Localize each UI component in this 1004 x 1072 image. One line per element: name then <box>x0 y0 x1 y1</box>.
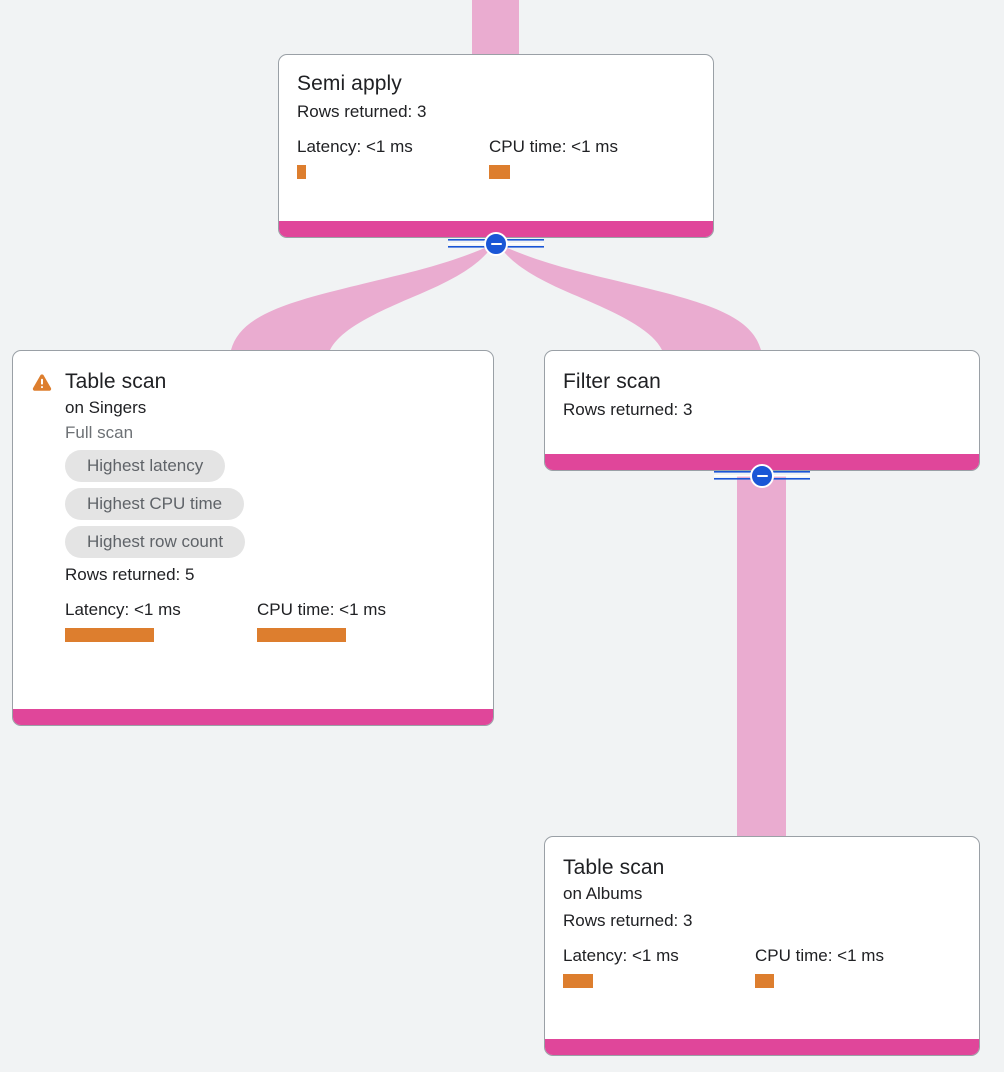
chip-highest-row-count[interactable]: Highest row count <box>65 526 246 558</box>
metric-cpu-time: CPU time: <1 ms <box>257 599 386 642</box>
metric-cpu-time-bar <box>755 974 774 988</box>
node-body: Filter scan Rows returned: 3 <box>545 351 979 454</box>
node-detail-column: on Singers Full scan Highest latency Hig… <box>65 395 475 642</box>
node-footer-bar <box>545 1039 979 1055</box>
metric-cpu-time-label: CPU time: <1 ms <box>489 137 618 156</box>
node-header: Table scan <box>31 369 475 395</box>
metric-cpu-time-bar <box>489 165 510 179</box>
metric-cpu-time-label: CPU time: <1 ms <box>257 600 386 619</box>
metric-latency-label: Latency: <1 ms <box>563 946 679 965</box>
plan-node-table-scan-albums[interactable]: Table scan on Albums Rows returned: 3 La… <box>544 836 980 1056</box>
metric-latency-bar <box>65 628 154 642</box>
metric-latency: Latency: <1 ms <box>65 599 257 642</box>
metric-latency-label: Latency: <1 ms <box>65 600 181 619</box>
metric-cpu-time: CPU time: <1 ms <box>755 945 884 988</box>
node-rows-returned: Rows returned: 3 <box>297 102 427 121</box>
edge-incoming-root <box>472 0 519 56</box>
collapse-toggle-semi-apply[interactable] <box>448 231 544 257</box>
node-header: Semi apply <box>297 71 695 97</box>
metric-cpu-time-label: CPU time: <1 ms <box>755 946 884 965</box>
minus-icon[interactable] <box>484 232 508 256</box>
node-header: Filter scan <box>563 369 961 395</box>
node-body: Table scan on Albums Rows returned: 3 La… <box>545 837 979 1039</box>
node-title: Table scan <box>563 856 665 879</box>
minus-icon[interactable] <box>750 464 774 488</box>
plan-node-filter-scan[interactable]: Filter scan Rows returned: 3 <box>544 350 980 471</box>
node-metrics: Latency: <1 ms CPU time: <1 ms <box>65 599 475 642</box>
node-body: Semi apply Rows returned: 3 Latency: <1 … <box>279 55 713 221</box>
node-rows-returned: Rows returned: 3 <box>563 911 693 930</box>
node-rows-returned: Rows returned: 5 <box>65 565 195 584</box>
node-footer-bar <box>545 454 979 470</box>
node-metrics: Latency: <1 ms CPU time: <1 ms <box>297 136 695 179</box>
node-scan-type: Full scan <box>65 423 134 442</box>
node-rows-returned: Rows returned: 3 <box>563 400 693 419</box>
node-header: Table scan <box>563 855 961 881</box>
edge-semiapply-to-filter-scan <box>498 244 761 350</box>
metric-latency-label: Latency: <1 ms <box>297 137 413 156</box>
node-metrics: Latency: <1 ms CPU time: <1 ms <box>563 945 961 988</box>
node-footer-bar <box>13 709 493 725</box>
node-subtitle: on Singers <box>65 398 147 417</box>
plan-node-semi-apply[interactable]: Semi apply Rows returned: 3 Latency: <1 … <box>278 54 714 238</box>
plan-node-table-scan-singers[interactable]: Table scan on Singers Full scan Highest … <box>12 350 494 726</box>
node-body: Table scan on Singers Full scan Highest … <box>13 351 493 709</box>
node-title: Table scan <box>65 370 167 393</box>
warning-triangle-icon <box>32 374 52 391</box>
metric-latency-bar <box>563 974 593 988</box>
metric-cpu-time: CPU time: <1 ms <box>489 136 618 179</box>
node-title: Filter scan <box>563 370 661 393</box>
metric-latency: Latency: <1 ms <box>563 945 755 988</box>
collapse-toggle-filter-scan[interactable] <box>714 463 810 489</box>
node-footer-bar <box>279 221 713 237</box>
edge-filterscan-to-table-scan-albums <box>737 476 786 838</box>
metric-cpu-time-bar <box>257 628 346 642</box>
node-subtitle: on Albums <box>563 884 643 903</box>
chip-highest-cpu-time[interactable]: Highest CPU time <box>65 488 245 520</box>
metric-latency-bar <box>297 165 306 179</box>
edge-semiapply-to-table-scan-singers <box>231 244 494 350</box>
node-title: Semi apply <box>297 72 402 95</box>
node-chips: Highest latency Highest CPU time Highest… <box>65 450 475 558</box>
chip-highest-latency[interactable]: Highest latency <box>65 450 226 482</box>
metric-latency: Latency: <1 ms <box>297 136 489 179</box>
